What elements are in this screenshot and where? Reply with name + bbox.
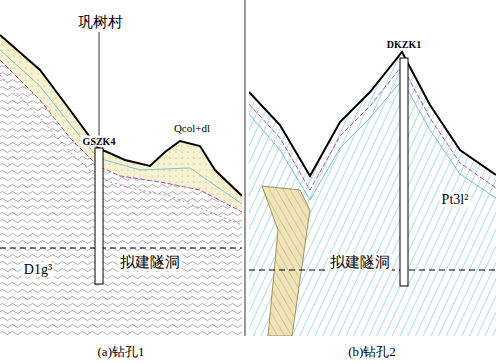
panel-a: [0, 32, 242, 336]
map-label: 拟建隧洞: [328, 254, 392, 271]
map-label: Pt3l²: [440, 192, 471, 207]
map-label: 拟建隧洞: [118, 254, 182, 271]
panel-caption: (a)钻孔1: [98, 345, 145, 359]
panel-caption: (b)钻孔2: [348, 345, 396, 359]
panel-b: [249, 52, 496, 336]
map-label: GSZK4: [81, 136, 118, 147]
map-label: D1g³: [22, 262, 54, 277]
map-label: DKZK1: [385, 39, 423, 50]
map-label: 巩树村: [76, 14, 125, 31]
map-label: Qcol+dl: [172, 122, 212, 134]
